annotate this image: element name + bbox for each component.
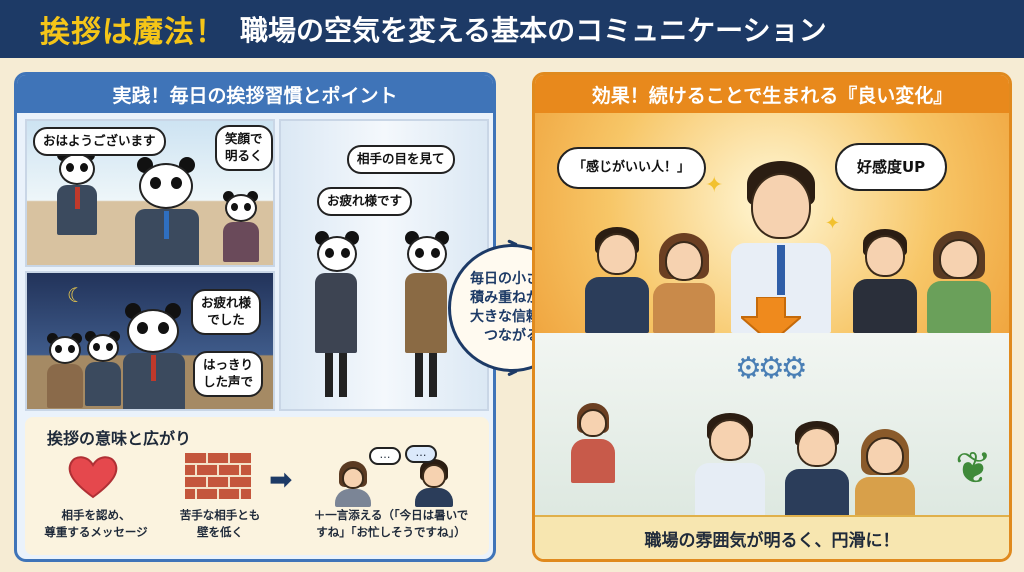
bubble-otsukare-night: お疲れ様 でした [191,289,262,335]
panda-leaving [123,303,185,409]
plant-icon: ❦ [955,443,992,494]
office-worker-back [571,403,615,483]
meaning-caption-add-phrase: ＋一言添える（「今日は暑いで すね」「お忙しそうですね」） [313,508,469,539]
gears-icon: ⚙⚙⚙ [735,351,808,386]
title-right: 職場の空気を変える基本のコミュニケーション [240,14,827,47]
sparkle-icon: ✦ [825,213,841,234]
brick-wall-icon [185,453,251,499]
bubble-clear-voice: はっきり した声で [193,351,264,397]
hallway-bow-scene: 相手の目を見て お疲れ様です [279,119,489,411]
bubble-nice-person: 「感じがいい人！」 [557,147,707,189]
practice-panel-title: 実践！毎日の挨拶習慣とポイント [17,75,493,113]
meaning-title: 挨拶の意味と広がり [47,429,192,448]
evening-greeting-scene: ☾ お疲れ様 でした はっきり した声で [25,271,275,411]
office-worker-man-desk [785,421,849,521]
colleague-man-right [853,229,917,333]
morning-greeting-scene: おはようございます 笑顔で 明るく [25,119,275,267]
office-worker-man-laptop [695,413,765,521]
panda-colleague-seated [47,333,83,409]
meaning-caption-respect: 相手を認め、 尊重するメッセージ [44,508,148,539]
down-arrow-icon [738,296,804,345]
bubble-ohayo: おはようございます [33,127,166,156]
title-left: 挨拶は魔法！ [40,15,226,50]
moon-icon: ☾ [67,283,85,307]
colleague-woman-right [927,231,991,333]
panda-colleague-seated-2 [85,331,121,409]
bubble-favorability: 好感度UP [835,143,948,192]
bubble-eye-contact: 相手の目を見て [347,145,455,174]
colleague-man-left [585,227,649,333]
colleague-woman-left [653,233,715,333]
bubble-smile: 笑顔で 明るく [215,125,273,171]
meaning-section: 挨拶の意味と広がり 相手を認め、 尊重するメッセージ 苦手な相手とも 壁を低く … [25,417,489,555]
arrow-right-icon: ➡ [269,463,293,496]
bright-office-scene: ⚙⚙⚙ ❦ [535,333,1009,521]
panda-boss [135,157,199,265]
panda-colleague-right [223,191,259,265]
bubble-otsukare-hall: お疲れ様です [317,187,413,216]
panda-bowing-left [311,231,361,401]
office-worker-woman [855,429,915,521]
header-banner: 挨拶は魔法！ 職場の空気を変える基本のコミュニケーション [0,0,1024,58]
chat-icon: … … [321,445,471,507]
practice-panel: 実践！毎日の挨拶習慣とポイント おはよ [14,72,496,562]
effect-footer: 職場の雰囲気が明るく、円滑に！ [535,515,1009,559]
effect-panel-title: 効果！続けることで生まれる『良い変化』 [535,75,1009,113]
meaning-caption-wall: 苦手な相手とも 壁を低く [179,508,261,539]
panda-bowing-right [401,231,451,401]
panda-colleague-left [57,149,97,259]
sparkle-icon: ✦ [705,173,724,198]
effect-panel: 効果！続けることで生まれる『良い変化』 「感じがいい人！」 好感度UP ✦ ✦ [532,72,1012,562]
heart-icon [65,451,121,501]
